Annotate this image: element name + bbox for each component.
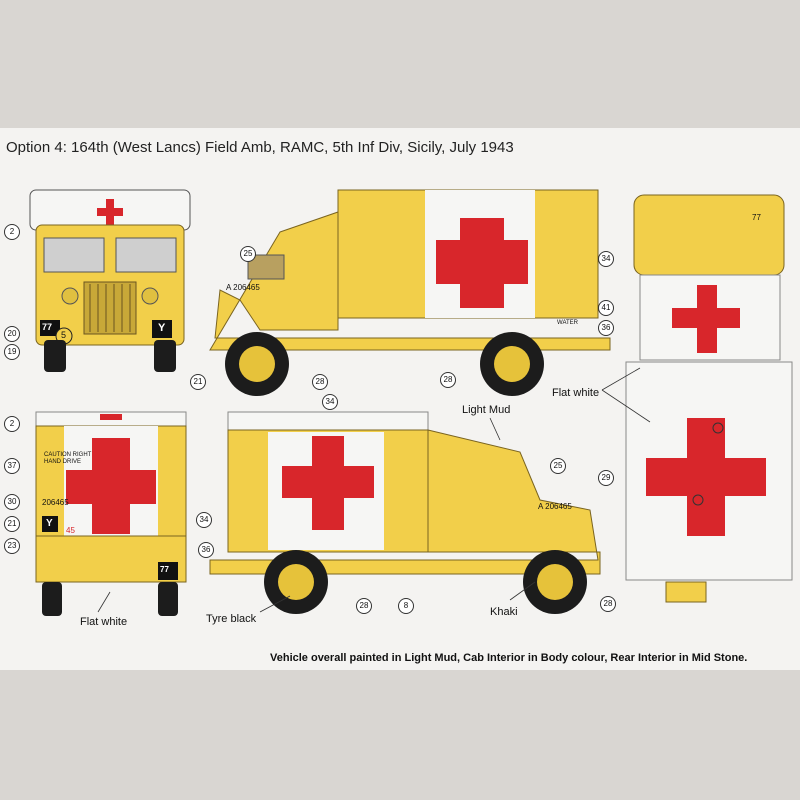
part-number-36: 36 — [198, 542, 214, 558]
part-number-21: 21 — [4, 516, 20, 532]
y-sign-front: Y — [158, 322, 166, 334]
part-number-25: 25 — [240, 246, 256, 262]
part-number-28: 28 — [356, 598, 372, 614]
part-number-20: 20 — [4, 326, 20, 342]
part-number-28: 28 — [440, 372, 456, 388]
part-number-25: 25 — [550, 458, 566, 474]
side-view-left — [209, 189, 611, 396]
bridge-plate-45: 45 — [66, 526, 75, 535]
part-number-37: 37 — [4, 458, 20, 474]
part-number-28: 28 — [600, 596, 616, 612]
part-number-34: 34 — [598, 251, 614, 267]
tyre-black-callout: Tyre black — [206, 613, 257, 625]
part-number-41: 41 — [598, 300, 614, 316]
y-sign-rear: Y — [46, 518, 53, 529]
khaki-callout: Khaki — [490, 606, 518, 618]
light-mud-callout: Light Mud — [462, 404, 511, 416]
top-view — [625, 194, 793, 603]
option-title: Option 4: 164th (West Lancs) Field Amb, … — [6, 139, 514, 156]
front-view — [29, 189, 191, 372]
serial-marking-right: A 206465 — [538, 502, 572, 511]
serial-marking-rear: 206465 — [42, 498, 69, 507]
serial-marking-left: A 206465 — [226, 283, 260, 292]
unit-sign-5: 5 — [61, 330, 67, 340]
part-number-21: 21 — [190, 374, 206, 390]
part-number-2: 2 — [4, 224, 20, 240]
paint-instruction-footer: Vehicle overall painted in Light Mud, Ca… — [270, 652, 748, 664]
side-view-right — [209, 411, 601, 614]
unit-sign-77: 77 — [42, 322, 53, 332]
part-number-2: 2 — [4, 416, 20, 432]
roof-marking-77: 77 — [752, 213, 761, 222]
unit-sign-77-rear: 77 — [160, 565, 169, 574]
leader-lines — [97, 367, 651, 613]
part-number-34: 34 — [196, 512, 212, 528]
caution-marking: CAUTION RIGHT HAND DRIVE — [44, 452, 92, 465]
part-number-23: 23 — [4, 538, 20, 554]
flat-white-callout-top: Flat white — [552, 387, 600, 399]
part-number-8: 8 — [398, 598, 414, 614]
part-number-34: 34 — [322, 394, 338, 410]
part-number-19: 19 — [4, 344, 20, 360]
part-number-36: 36 — [598, 320, 614, 336]
part-number-30: 30 — [4, 494, 20, 510]
water-marking: WATER — [557, 320, 578, 326]
flat-white-callout-rear: Flat white — [80, 616, 128, 628]
part-number-28: 28 — [312, 374, 328, 390]
rear-view — [35, 411, 187, 616]
part-number-29: 29 — [598, 470, 614, 486]
